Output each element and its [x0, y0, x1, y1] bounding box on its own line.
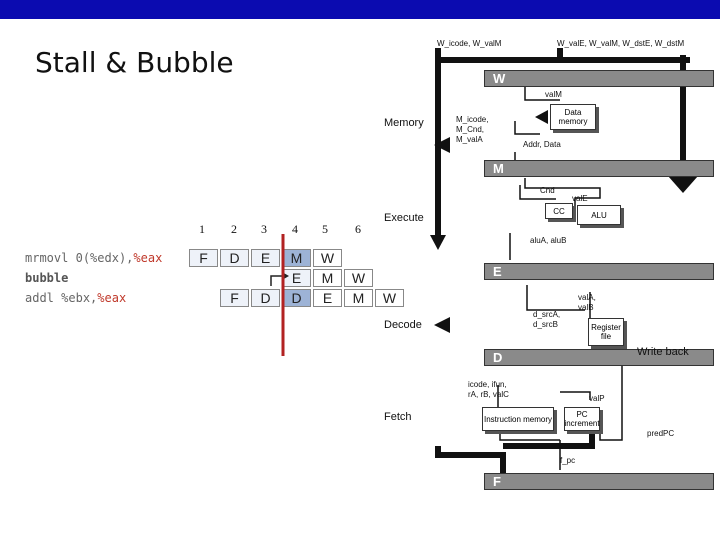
stage-label-write-back: Write back: [637, 346, 689, 358]
instruction-args: 0(%edx),: [75, 251, 134, 265]
pc-increment-unit: PC increment: [564, 407, 600, 431]
stage-cell: W: [344, 269, 373, 287]
stage-cell: D: [251, 289, 280, 307]
instruction-op: bubble: [25, 271, 69, 285]
stage-cell: M: [344, 289, 373, 307]
cycle-label: 5: [322, 222, 328, 236]
instruction-dest-reg: %eax: [133, 251, 163, 265]
stage-cell: F: [220, 289, 249, 307]
signal-m-icode-cnd-vala: M_icode, M_Cnd, M_valA: [456, 115, 489, 144]
instruction-args: %ebx,: [61, 291, 98, 305]
pipeline-register-f: F: [484, 473, 714, 490]
signal-f-pc: f_pc: [560, 456, 576, 465]
stage-cell: W: [375, 289, 404, 307]
signal-predpc: predPC: [647, 429, 675, 438]
signal-vala-valb: valA, valB: [578, 293, 596, 312]
instruction-addl: addl %ebx,%eax: [25, 291, 126, 305]
signal-w-vale-valm-dst: W_valE, W_valM, W_dstE, W_dstM: [557, 39, 685, 48]
pipeline-register-w: W: [484, 70, 714, 87]
instruction-mrmovl: mrmovl 0(%edx),%eax: [25, 251, 162, 265]
signal-d-srca-srcb: d_srcA, d_srcB: [533, 310, 561, 329]
cycle-label: 1: [199, 222, 205, 236]
signal-icode-fields: icode, ifun, rA, rB, valC: [468, 380, 509, 399]
stage-cell: W: [313, 249, 342, 267]
stage-label-fetch: Fetch: [384, 411, 412, 423]
slide-title: Stall & Bubble: [35, 46, 234, 79]
instruction-op: addl: [25, 291, 54, 305]
stage-cell: D: [282, 289, 311, 307]
signal-w-icode-valm: W_icode, W_valM: [437, 39, 502, 48]
alu-unit: ALU: [577, 205, 621, 225]
top-bar: [0, 0, 720, 19]
stage-label-decode: Decode: [384, 319, 422, 331]
stage-label-memory: Memory: [384, 117, 424, 129]
stage-cell: F: [189, 249, 218, 267]
instruction-op: mrmovl: [25, 251, 69, 265]
stage-cell: E: [282, 269, 311, 287]
pipeline-register-e: E: [484, 263, 714, 280]
cycle-label: 6: [355, 222, 361, 236]
stage-cell: M: [313, 269, 342, 287]
signal-alua-alub: aluA, aluB: [530, 236, 567, 245]
instruction-bubble: bubble: [25, 271, 68, 285]
register-file-unit: Register file: [588, 318, 624, 346]
stage-cell: D: [220, 249, 249, 267]
cycle-label: 2: [231, 222, 237, 236]
stage-cell: E: [251, 249, 280, 267]
data-memory-unit: Data memory: [550, 104, 596, 130]
stage-cell: E: [313, 289, 342, 307]
signal-valp: valP: [589, 394, 605, 403]
stage-cell: M: [282, 249, 311, 267]
instruction-dest-reg: %eax: [97, 291, 127, 305]
signal-cnd: Cnd: [540, 186, 555, 195]
instruction-memory-unit: Instruction memory: [482, 407, 554, 431]
pipeline-register-m: M: [484, 160, 714, 177]
cycle-label: 3: [261, 222, 267, 236]
signal-vale: valE: [572, 194, 588, 203]
cc-unit: CC: [545, 203, 573, 219]
cycle-label: 4: [292, 222, 298, 236]
pipeline-register-d: D: [484, 349, 714, 366]
signal-valm: valM: [545, 90, 562, 99]
stage-label-execute: Execute: [384, 212, 424, 224]
signal-addr-data: Addr, Data: [523, 140, 561, 149]
